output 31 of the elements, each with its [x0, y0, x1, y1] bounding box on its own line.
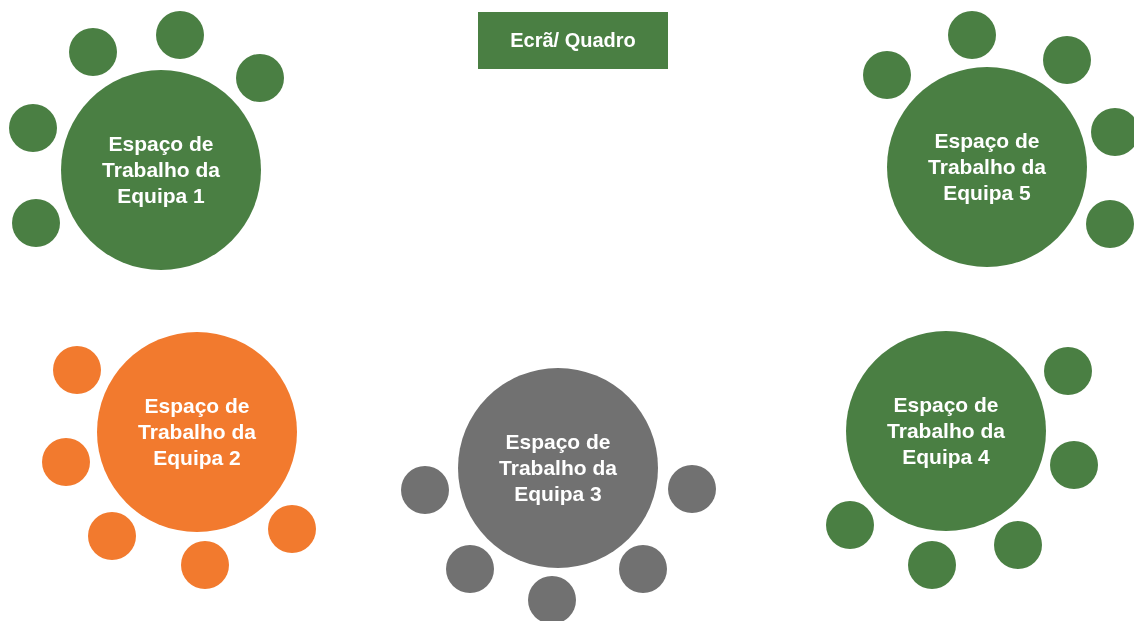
seat-circle — [236, 54, 284, 102]
seat-circle — [88, 512, 136, 560]
team-workspace-circle: Espaço de Trabalho da Equipa 1 — [61, 70, 261, 270]
seat-circle — [528, 576, 576, 621]
seat-circle — [863, 51, 911, 99]
seat-circle — [908, 541, 956, 589]
seat-circle — [1091, 108, 1134, 156]
seat-circle — [668, 465, 716, 513]
seat-circle — [156, 11, 204, 59]
team-workspace-circle: Espaço de Trabalho da Equipa 4 — [846, 331, 1046, 531]
seat-circle — [53, 346, 101, 394]
screen-box: Ecrã/ Quadro — [478, 11, 668, 69]
seat-circle — [401, 466, 449, 514]
seat-circle — [948, 11, 996, 59]
team-workspace-circle: Espaço de Trabalho da Equipa 2 — [97, 332, 297, 532]
seat-circle — [9, 104, 57, 152]
seat-circle — [826, 501, 874, 549]
seat-circle — [619, 545, 667, 593]
seat-circle — [69, 28, 117, 76]
seat-circle — [1043, 36, 1091, 84]
seat-circle — [446, 545, 494, 593]
seat-circle — [268, 505, 316, 553]
seat-circle — [1044, 347, 1092, 395]
seat-circle — [994, 521, 1042, 569]
seat-circle — [12, 199, 60, 247]
seat-circle — [1050, 441, 1098, 489]
team-workspace-circle: Espaço de Trabalho da Equipa 3 — [458, 368, 658, 568]
seat-circle — [181, 541, 229, 589]
seat-circle — [1086, 200, 1134, 248]
seat-circle — [42, 438, 90, 486]
team-workspace-circle: Espaço de Trabalho da Equipa 5 — [887, 67, 1087, 267]
